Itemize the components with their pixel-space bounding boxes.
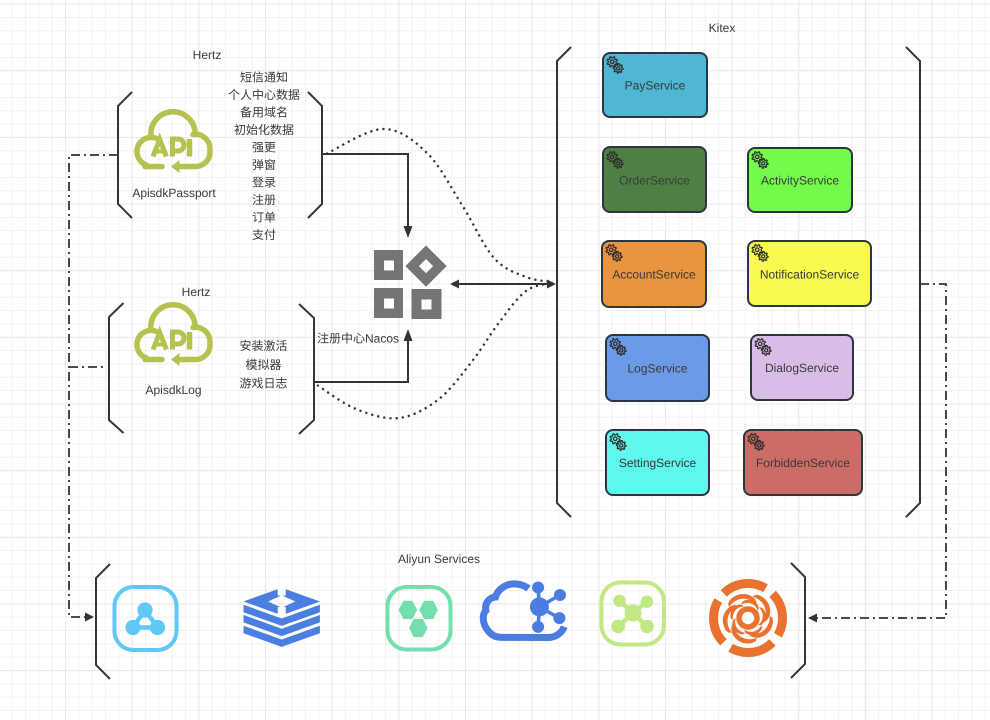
svg-text:Aliyun Services: Aliyun Services [398, 552, 480, 566]
svg-text:个人中心数据: 个人中心数据 [228, 88, 300, 102]
svg-text:安装激活: 安装激活 [239, 339, 287, 353]
svg-text:NotificationService: NotificationService [760, 268, 860, 282]
svg-text:注册: 注册 [252, 193, 276, 207]
svg-text:PayService: PayService [625, 79, 686, 93]
svg-text:Hertz: Hertz [193, 48, 222, 62]
svg-text:注册中心Nacos: 注册中心Nacos [317, 332, 399, 346]
svg-text:游戏日志: 游戏日志 [239, 377, 287, 391]
svg-text:弹窗: 弹窗 [252, 158, 276, 172]
svg-text:订单: 订单 [252, 211, 276, 225]
svg-text:强更: 强更 [252, 141, 276, 155]
svg-text:初始化数据: 初始化数据 [234, 123, 294, 137]
svg-text:支付: 支付 [252, 228, 276, 242]
svg-text:ApisdkPassport: ApisdkPassport [132, 186, 216, 200]
svg-text:LogService: LogService [627, 362, 687, 376]
svg-text:备用域名: 备用域名 [240, 106, 288, 120]
svg-text:登录: 登录 [252, 176, 276, 190]
svg-text:Hertz: Hertz [182, 285, 211, 299]
svg-text:SettingService: SettingService [619, 456, 697, 470]
svg-text:ApisdkLog: ApisdkLog [145, 383, 201, 397]
svg-text:Kitex: Kitex [709, 21, 736, 35]
svg-text:ActivityService: ActivityService [761, 174, 839, 188]
svg-text:AccountService: AccountService [612, 268, 696, 282]
svg-text:DialogService: DialogService [765, 361, 839, 375]
svg-text:OrderService: OrderService [619, 174, 690, 188]
svg-text:ForbiddenService: ForbiddenService [756, 456, 850, 470]
svg-text:短信通知: 短信通知 [240, 71, 288, 85]
svg-text:模拟器: 模拟器 [245, 358, 281, 372]
